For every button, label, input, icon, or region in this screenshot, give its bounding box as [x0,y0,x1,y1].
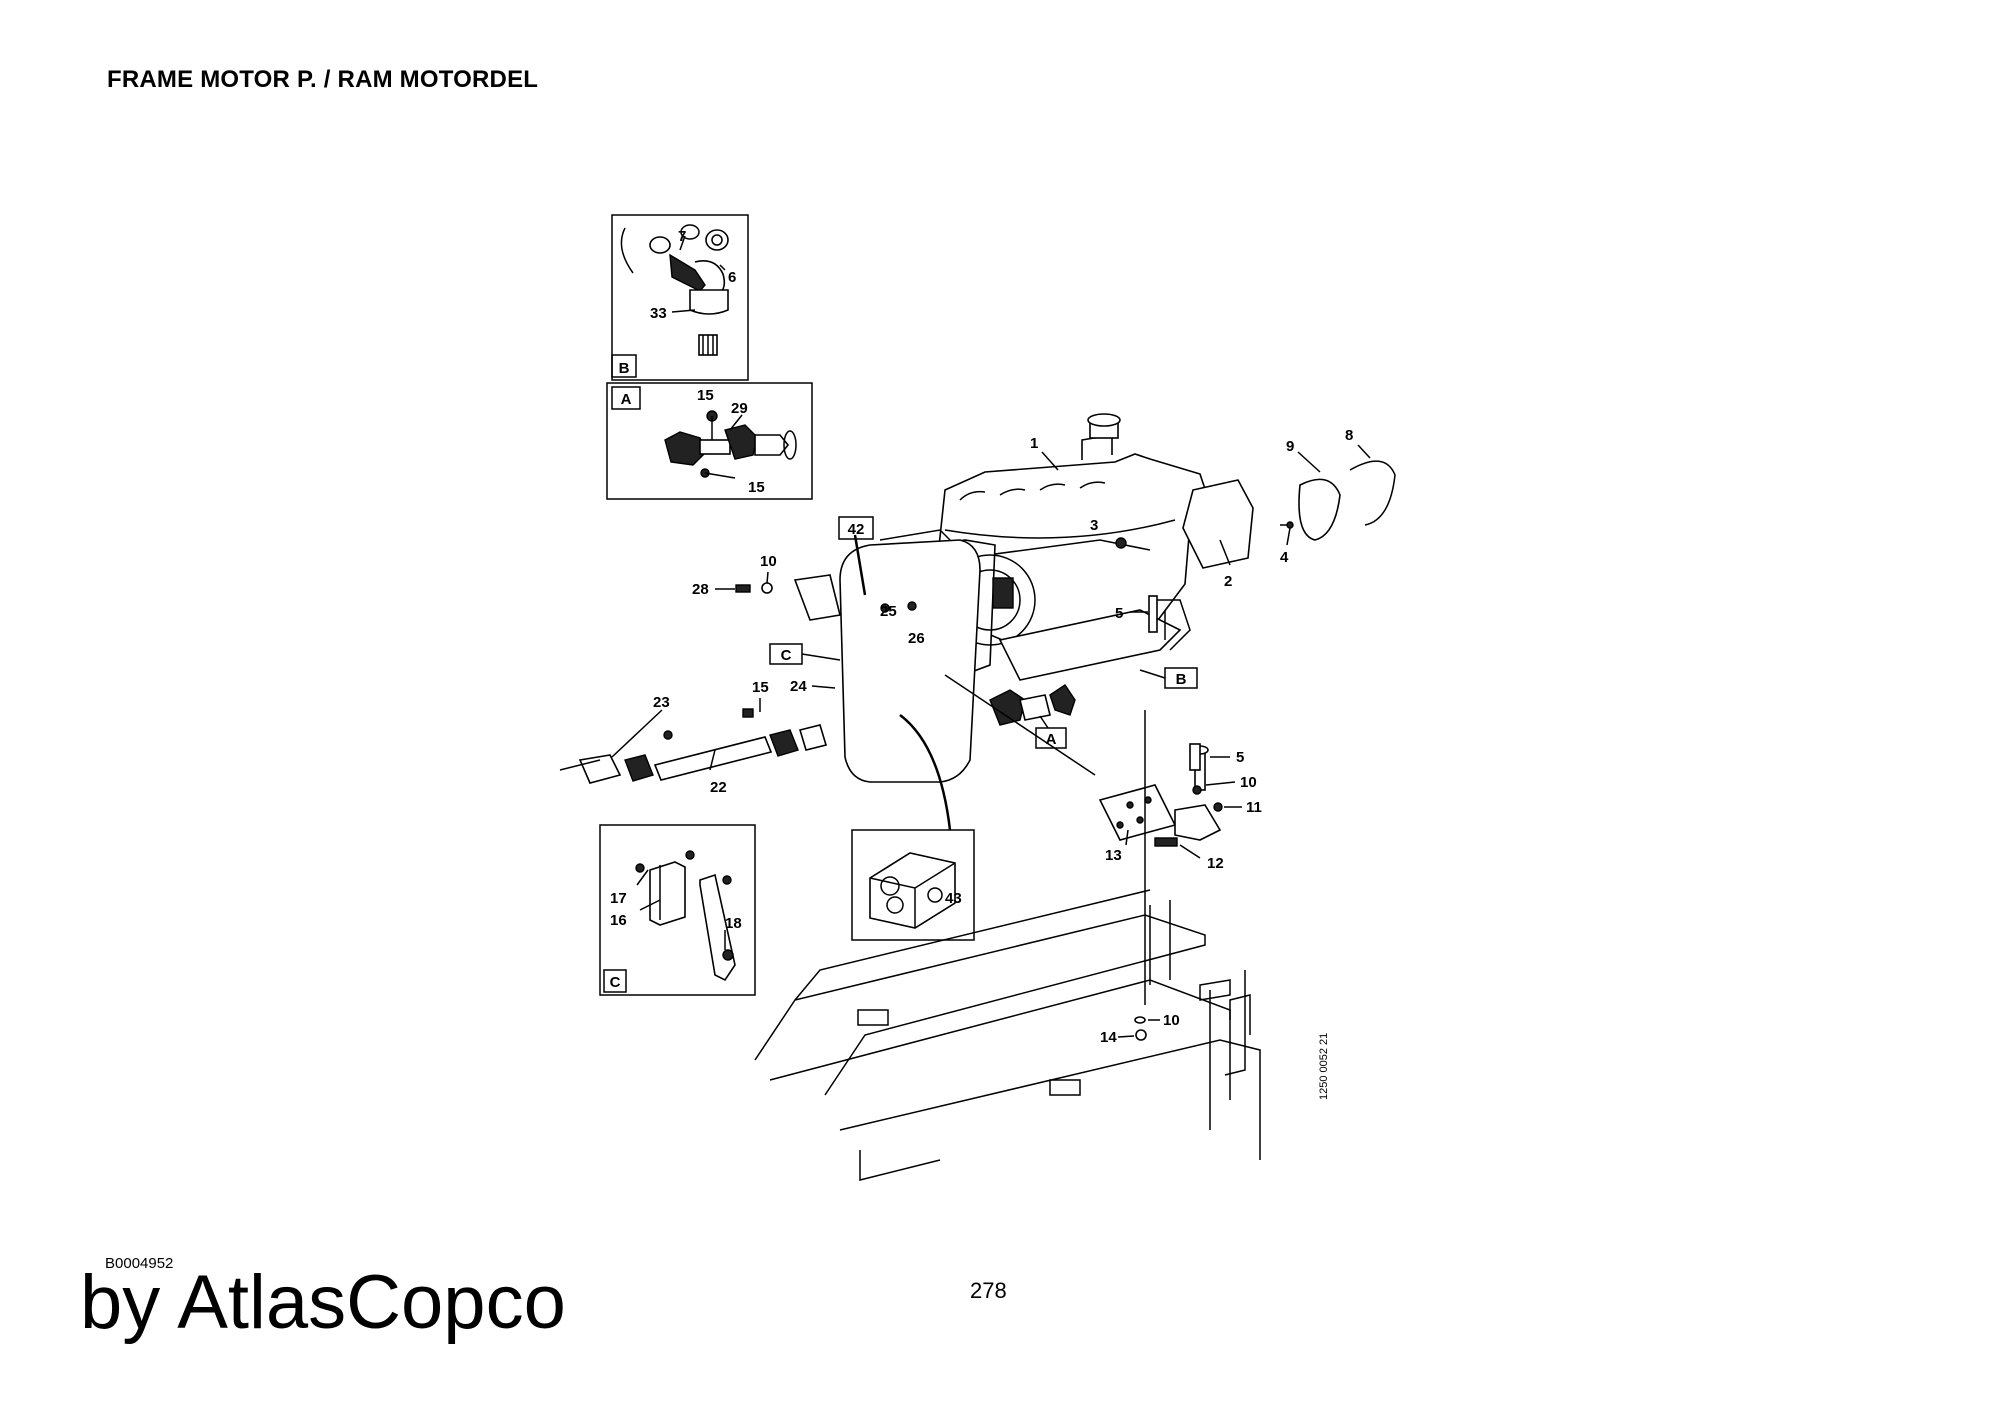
detail-b-label: B [619,360,630,377]
box-label-c: C [781,647,792,664]
drawing-reference-code: 1250 0052 21 [1318,1033,1330,1100]
callout-13: 13 [1105,847,1122,864]
box-label-42: 42 [848,521,865,538]
brand-watermark: by AtlasCopco [80,1260,566,1345]
main-callouts: 1 2 3 4 5 8 9 10 28 25 26 24 15 23 22 [611,427,1371,1046]
callout-16: 16 [610,912,627,929]
callout-25: 25 [880,603,897,620]
callout-7: 7 [678,228,686,245]
callout-17: 17 [610,890,627,907]
document-code: B0004952 [105,1255,174,1272]
callout-4: 4 [1280,549,1289,566]
page-number: 278 [970,1278,1007,1303]
callout-24: 24 [790,678,807,695]
callout-12: 12 [1207,855,1224,872]
callout-15-top: 15 [697,387,714,404]
callout-18: 18 [725,915,742,932]
callout-5-bottom: 5 [1236,749,1244,766]
callout-10-mid: 10 [1240,774,1257,791]
callout-11: 11 [1246,799,1262,816]
callout-8: 8 [1345,427,1353,444]
detail-c-label: C [610,974,621,991]
chassis-frame [754,889,1261,1181]
callout-29: 29 [731,400,748,417]
callout-14: 14 [1100,1029,1117,1046]
callout-26: 26 [908,630,925,647]
box-label-b: B [1176,671,1187,688]
box-label-a: A [1046,731,1057,748]
callout-10-bottom: 10 [1163,1012,1180,1029]
detail-a: A 15 29 15 [606,382,813,500]
detail-43: 43 [851,829,975,941]
callout-9: 9 [1286,438,1294,455]
callout-5-top: 5 [1115,605,1123,622]
callout-6: 6 [728,269,736,286]
callout-23: 23 [653,694,670,711]
callout-3: 3 [1090,517,1098,534]
callout-2: 2 [1224,573,1232,590]
detail-b: B 7 6 33 [611,214,749,381]
callout-10-top: 10 [760,553,777,570]
page-title: FRAME MOTOR P. / RAM MOTORDEL [107,66,539,93]
callout-28: 28 [692,581,709,598]
callout-1: 1 [1030,435,1038,452]
callout-15-main: 15 [752,679,769,696]
callout-22: 22 [710,779,727,796]
callout-43: 43 [945,890,962,907]
main-box-labels: 42 C B A [769,516,1198,749]
detail-a-label: A [621,391,632,408]
detail-c: C 17 16 18 [599,824,756,996]
engine-block [793,413,1396,783]
callout-33: 33 [650,305,667,322]
callout-15-bottom: 15 [748,479,765,496]
